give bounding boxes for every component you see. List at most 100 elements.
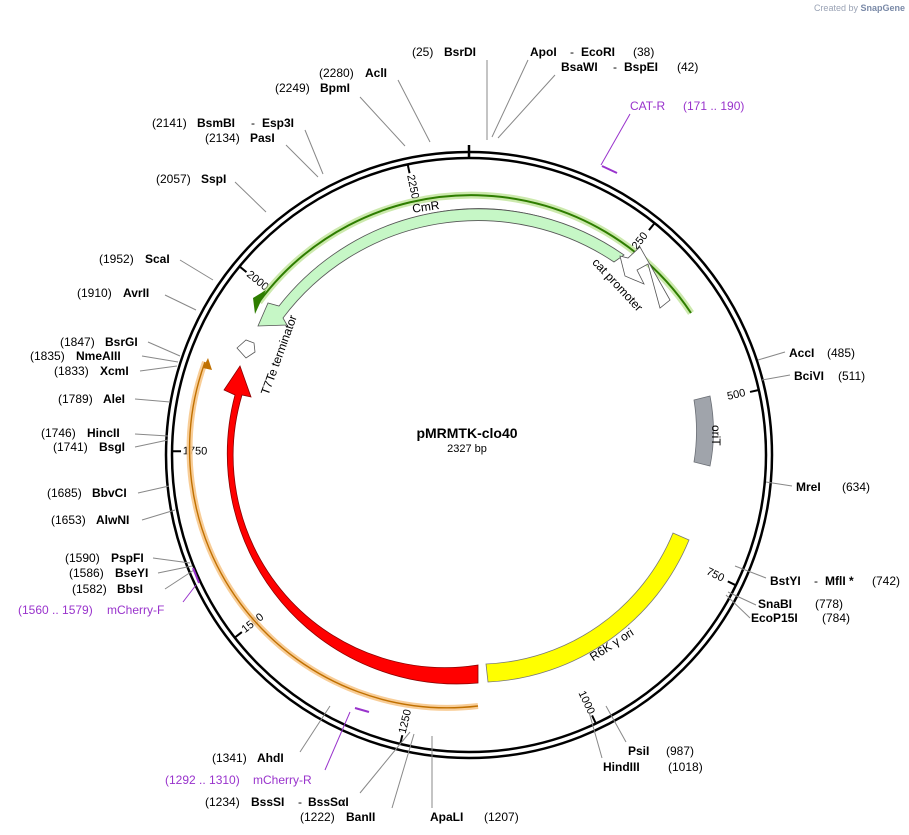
feature-t7te — [236, 339, 256, 359]
snapgene-credit: Created by SnapGene — [814, 3, 905, 13]
site-bcivi-pos: (511) — [838, 369, 865, 383]
backbone-inner-ring — [170, 156, 768, 754]
site-bbvci-name: BbvCI — [92, 486, 127, 500]
site-apali-pos: (1207) — [484, 810, 519, 824]
site-bsgi-name: BsgI — [99, 440, 125, 454]
leader-snabi — [727, 591, 757, 606]
credit-prefix: Created by — [813, 3, 858, 13]
leader-ecop15i — [725, 594, 751, 619]
feature-cat-promoter — [619, 246, 671, 309]
site-bpmi-name: BpmI — [320, 81, 350, 95]
primer-cat-r-leader — [600, 113, 631, 166]
primer-labels: CAT-R (171 .. 190) (1560 .. 1579) mCherr… — [18, 99, 744, 787]
tick-label: 1000 — [576, 689, 597, 716]
site-bstyi-sep: - — [814, 574, 818, 588]
leader-hincii — [134, 433, 169, 437]
tick-mark — [406, 164, 411, 174]
tick-mark — [399, 734, 404, 745]
site-bsmbi-sep: - — [251, 116, 255, 130]
site-snabi-pos: (778) — [815, 597, 843, 611]
cmr-outline-head — [253, 290, 266, 314]
site-pspfi-name: PspFI — [111, 551, 144, 565]
tick-mark — [234, 631, 243, 639]
site-bsmbi-name: BsmBI — [197, 116, 235, 130]
site-apoi-sep: - — [570, 45, 574, 59]
tick-label: 2250 — [404, 174, 421, 200]
leader-acci — [757, 351, 786, 361]
site-snabi-name: SnaBI — [758, 597, 792, 611]
leader-alei — [134, 398, 171, 403]
cmr-label: CmR — [411, 198, 440, 216]
tick-label: 1250 — [397, 708, 414, 735]
site-mrei-pos: (634) — [842, 480, 870, 494]
primer-cat-r-range: (171 .. 190) — [683, 99, 744, 113]
leader-alwni — [141, 509, 176, 521]
primer-mcherry-f-range: (1560 .. 1579) — [18, 603, 93, 617]
leader-bpmi — [359, 96, 406, 147]
site-bseyi-name: BseYI — [115, 566, 148, 580]
site-bsrgi-name: BsrGI — [105, 335, 138, 349]
feature-mcherry-lane — [186, 358, 479, 711]
site-bstyi-name: BstYI — [770, 574, 801, 588]
tick-mark — [238, 265, 248, 273]
site-hincii-pos: (1746) — [41, 426, 76, 440]
site-bsssi-name: BssSI — [251, 795, 284, 809]
leader-avrii — [164, 294, 197, 311]
leader-bsawi — [497, 74, 556, 139]
site-ecop15i-pos: (784) — [822, 611, 850, 625]
site-scai-name: ScaI — [145, 252, 170, 266]
site-bbsi-name: BbsI — [117, 582, 143, 596]
site-pspfi-pos: (1590) — [65, 551, 100, 565]
leader-bsssi — [359, 731, 411, 794]
site-bstyi-pos: (742) — [872, 574, 900, 588]
site-ecop15i-name: EcoP15I — [751, 611, 798, 625]
leader-bcivi — [761, 374, 791, 381]
plasmid-size: 2327 bp — [447, 443, 487, 455]
site-bbvci-pos: (1685) — [47, 486, 82, 500]
tick-mark — [749, 388, 760, 393]
leader-pasi — [285, 144, 319, 178]
site-bsrdi-pos: (25) — [412, 45, 433, 59]
leader-pspfi — [152, 557, 191, 564]
site-bpmi-pos: (2249) — [275, 81, 310, 95]
site-bsmbi-pos: (2141) — [152, 116, 187, 130]
site-hindiii-pos: (1018) — [668, 760, 703, 774]
site-bsssai-name: BssSαI — [308, 795, 349, 809]
site-acci-pos: (485) — [827, 346, 855, 360]
site-mfli-name: MflI * — [825, 574, 854, 588]
site-acli-pos: (2280) — [319, 66, 354, 80]
site-pasi-name: PasI — [250, 131, 275, 145]
leader-mrei — [765, 481, 793, 487]
snapgene-logo: SnapGene — [860, 3, 905, 13]
tick-label: 1750 — [183, 445, 208, 457]
site-alwni-pos: (1653) — [51, 513, 86, 527]
feature-r6k — [485, 532, 690, 683]
primer-cat-r-name: CAT-R — [630, 99, 665, 113]
leader-bsgi — [134, 439, 169, 448]
site-ahdi-name: AhdI — [257, 751, 284, 765]
site-banii-pos: (1222) — [300, 810, 335, 824]
cat-promoter-arrow — [619, 246, 671, 309]
site-bsrdi-name: BsrDI — [444, 45, 476, 59]
leader-nmeaiii — [141, 355, 179, 363]
mcherry-lane-outline — [188, 361, 479, 709]
leader-acli — [397, 79, 431, 143]
site-sspi-pos: (2057) — [156, 172, 191, 186]
leader-bbsi — [164, 569, 195, 590]
leader-bseyi — [157, 565, 193, 574]
tick-label: 750 — [704, 566, 726, 585]
site-bsawi-sep: - — [613, 60, 617, 74]
leader-bsmbi — [304, 129, 324, 175]
backbone — [164, 145, 774, 760]
site-bsssi-sep: - — [298, 795, 302, 809]
site-bspei-name: BspEI — [624, 60, 658, 74]
orit-label: oriT — [709, 425, 723, 446]
site-bseyi-pos: (1586) — [69, 566, 104, 580]
tick-mark — [648, 222, 656, 231]
primer-mcherry-f-leader — [182, 584, 197, 603]
site-xcmi-pos: (1833) — [54, 364, 89, 378]
leader-bstyi — [734, 565, 767, 579]
primer-mcherry-r-name: mCherry-R — [253, 773, 312, 787]
tick-mark — [727, 580, 737, 587]
site-bsrgi-pos: (1847) — [60, 335, 95, 349]
